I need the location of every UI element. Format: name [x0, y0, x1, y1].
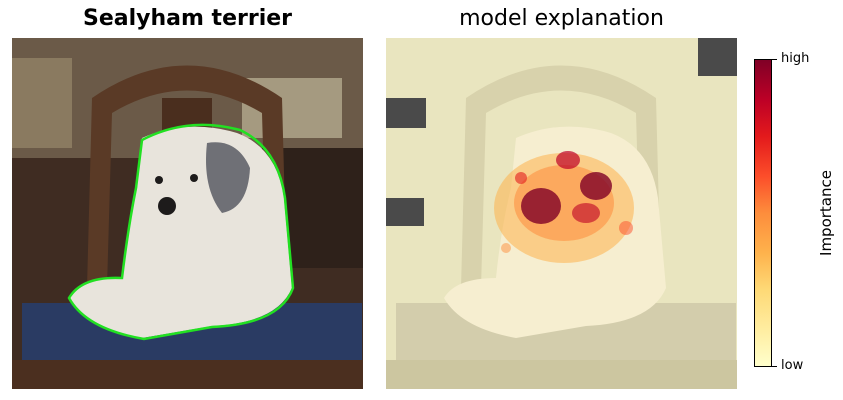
- heatmap-overlay: [386, 38, 737, 389]
- right-panel-title: model explanation: [459, 6, 664, 31]
- colorbar-low-label: low: [781, 358, 804, 373]
- original-image: [12, 38, 363, 389]
- importance-colorbar: [754, 59, 772, 367]
- colorbar-high-label: high: [781, 51, 810, 66]
- segmentation-outline: [67, 123, 295, 341]
- colorbar-axis-label: Importance: [817, 170, 835, 256]
- colorbar-high-tick: [772, 59, 777, 60]
- colorbar-low-tick: [772, 366, 777, 367]
- left-panel-title: Sealyham terrier: [82, 6, 293, 31]
- explanation-image: [386, 38, 737, 389]
- dog-photo: [12, 38, 363, 389]
